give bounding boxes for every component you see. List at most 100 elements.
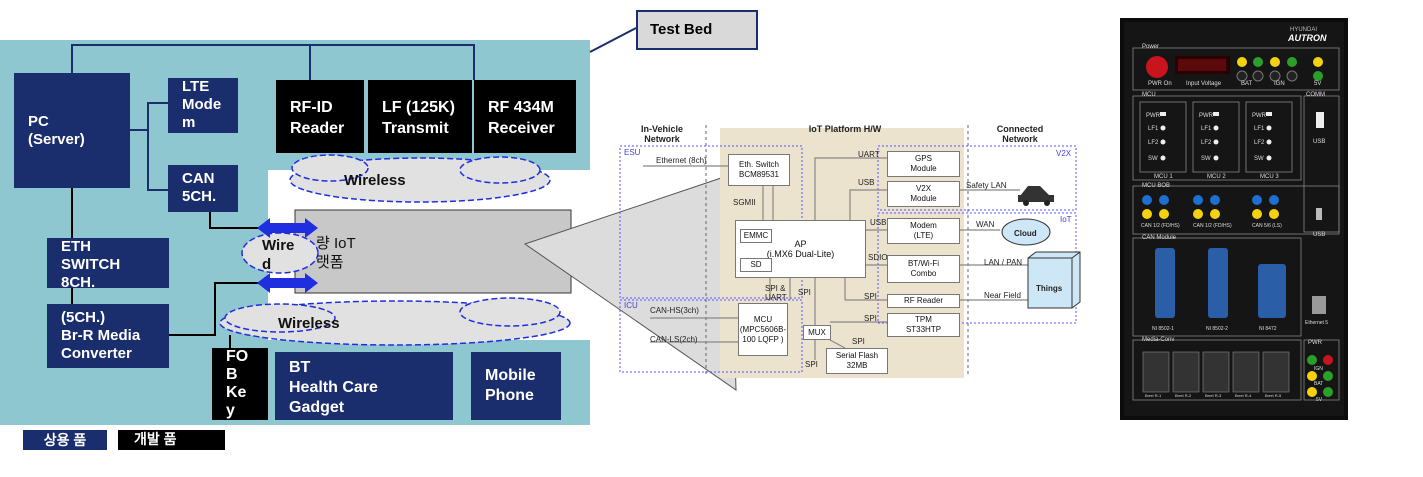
mux-chip: MUX xyxy=(803,325,831,340)
device-pwr-label-3: PWR xyxy=(1252,113,1266,119)
zone-v2x: V2X xyxy=(1056,149,1072,158)
zone-esu: ESU xyxy=(624,148,641,157)
brr-media-converter-box: (5CH.) Br-R Media Converter xyxy=(47,304,169,368)
things-label: Things xyxy=(1036,284,1063,293)
device-pwr-label-1: PWR xyxy=(1146,113,1160,119)
device-ign2: IGN xyxy=(1314,366,1323,372)
device-5v-b: 5V xyxy=(1316,397,1323,403)
device-power: Power xyxy=(1142,44,1160,50)
rf-reader: RF Reader xyxy=(887,294,960,308)
device-lf2-label-2: LF2 xyxy=(1201,140,1212,146)
fob-key-box: FO B Ke y xyxy=(212,348,268,420)
device-bat: BAT xyxy=(1241,81,1253,87)
rf434-receiver-box: RF 434M Receiver xyxy=(474,80,576,153)
gps-module: GPS Module xyxy=(887,151,960,177)
device-brret-2: BrreI R-2 xyxy=(1175,393,1192,398)
device-lf2-label-3: LF2 xyxy=(1254,140,1265,146)
testbed-title: Test Bed xyxy=(636,10,758,50)
rfid-reader-box: RF-ID Reader xyxy=(276,80,364,153)
device-input-voltage: Input Voltage xyxy=(1186,81,1222,87)
device-brand-top: HYUNDAI xyxy=(1290,27,1318,33)
device-can12b: CAN 1/2 (FD/HS) xyxy=(1193,223,1232,229)
lf-transmit-box: LF (125K) Transmit xyxy=(368,80,472,153)
legend-commercial: 상용 품 xyxy=(23,430,107,450)
device-can12a: CAN 1/2 (FD/HS) xyxy=(1141,223,1180,229)
bt-wifi-combo: BT/Wi-Fi Combo xyxy=(887,255,960,283)
usb-label-2: USB xyxy=(870,218,887,227)
device-lf1-label-3: LF1 xyxy=(1254,126,1265,132)
device-sw-label-2: SW xyxy=(1201,156,1211,162)
can-5ch-box: CAN 5CH. xyxy=(168,165,238,212)
spi-label-e: SPI xyxy=(805,360,818,369)
sgmii-label: SGMII xyxy=(733,198,756,207)
safety-lan-label: Safety LAN xyxy=(966,181,1007,190)
col-connected: Connected Network xyxy=(996,124,1044,144)
wireless-bottom-label: Wireless xyxy=(278,315,340,332)
usb-label-1: USB xyxy=(858,178,875,187)
modem-lte: Modem (LTE) xyxy=(887,218,960,244)
mobile-phone-box: Mobile Phone xyxy=(471,352,561,420)
device-sw-label-3: SW xyxy=(1254,156,1264,162)
eth-switch-box: ETH SWITCH 8CH. xyxy=(47,238,169,291)
device-media-conv: Media-Conv xyxy=(1142,337,1175,343)
device-brret-1: BrreI R-1 xyxy=(1145,393,1162,398)
device-pwr-on: PWR On xyxy=(1148,81,1172,87)
zone-icu: ICU xyxy=(624,301,638,310)
device-brret-5: BrreI R-5 xyxy=(1265,393,1282,398)
device-mcu-section: MCU xyxy=(1142,92,1156,98)
device-mcu2: MCU 2 xyxy=(1207,174,1226,180)
device-lf2-label-1: LF2 xyxy=(1148,140,1159,146)
eth-switch-chip: Eth. Switch BCM89531 xyxy=(728,154,790,186)
device-lf1-label-2: LF1 xyxy=(1201,126,1212,132)
lte-modem-box: LTE Mode m xyxy=(168,78,238,133)
device-ethernet5: Ethernet 5 xyxy=(1305,320,1329,326)
device-mcu-bob: MCU BOB xyxy=(1142,183,1171,189)
sdio-label: SDIO xyxy=(868,253,888,262)
device-usb-label-2: USB xyxy=(1313,232,1326,238)
device-mcu3: MCU 3 xyxy=(1260,174,1279,180)
col-invehicle: In-Vehicle Network xyxy=(640,124,684,144)
device-brret-3: BrreI R-3 xyxy=(1205,393,1222,398)
legend-development: 개발 품 xyxy=(118,430,225,450)
platform-label: 량 IoT 랫폼 xyxy=(316,235,356,271)
v2x-module: V2X Module xyxy=(887,181,960,207)
bt-healthcare-box: BT Health Care Gadget xyxy=(275,352,453,420)
device-brret-4: BrreI R-4 xyxy=(1235,393,1252,398)
spi-label-a: SPI xyxy=(798,288,811,297)
pc-server-box: PC (Server) xyxy=(14,73,130,188)
device-lf1-label-1: LF1 xyxy=(1148,126,1159,132)
spi-label-b: SPI xyxy=(864,292,877,301)
device-comm: COMM xyxy=(1306,92,1325,98)
ethernet-label: Ethernet (8ch) xyxy=(656,156,707,165)
wireless-top-label: Wireless xyxy=(344,172,406,189)
spi-uart-label: SPI & UART xyxy=(765,284,787,302)
can-ls-label: CAN-LS(2ch) xyxy=(650,335,698,344)
wan-label: WAN xyxy=(976,220,995,229)
device-brand: AUTRON xyxy=(1288,33,1327,43)
device-bat2: BAT xyxy=(1314,381,1324,387)
device-ni2: NI 8502-2 xyxy=(1206,326,1228,332)
uart-label: UART xyxy=(858,150,880,159)
zone-iot: IoT xyxy=(1060,215,1072,224)
device-usb-label-1: USB xyxy=(1313,139,1326,145)
device-can-module: CAN Module xyxy=(1142,235,1177,241)
wired-label: Wire d xyxy=(262,237,295,273)
device-can56: CAN 5/6 (LS) xyxy=(1252,223,1282,229)
serial-flash-chip: Serial Flash 32MB xyxy=(826,348,888,374)
device-ign: IGN xyxy=(1274,81,1285,87)
tpm-chip: TPM ST33HTP xyxy=(887,313,960,337)
spi-label-d: SPI xyxy=(852,337,865,346)
device-5v: 5V xyxy=(1314,81,1322,87)
emmc-chip: EMMC xyxy=(740,229,772,243)
cloud-label: Cloud xyxy=(1014,229,1037,238)
col-iot: IoT Platform H/W xyxy=(808,124,882,134)
can-hs-label: CAN-HS(3ch) xyxy=(650,306,699,315)
spi-label-c: SPI xyxy=(864,314,877,323)
device-pwr2: PWR xyxy=(1308,340,1322,346)
lan-pan-label: LAN / PAN xyxy=(984,258,1023,267)
near-field-label: Near Field xyxy=(984,291,1021,300)
device-ni1: NI 8502-1 xyxy=(1152,326,1174,332)
device-sw-label-1: SW xyxy=(1148,156,1158,162)
